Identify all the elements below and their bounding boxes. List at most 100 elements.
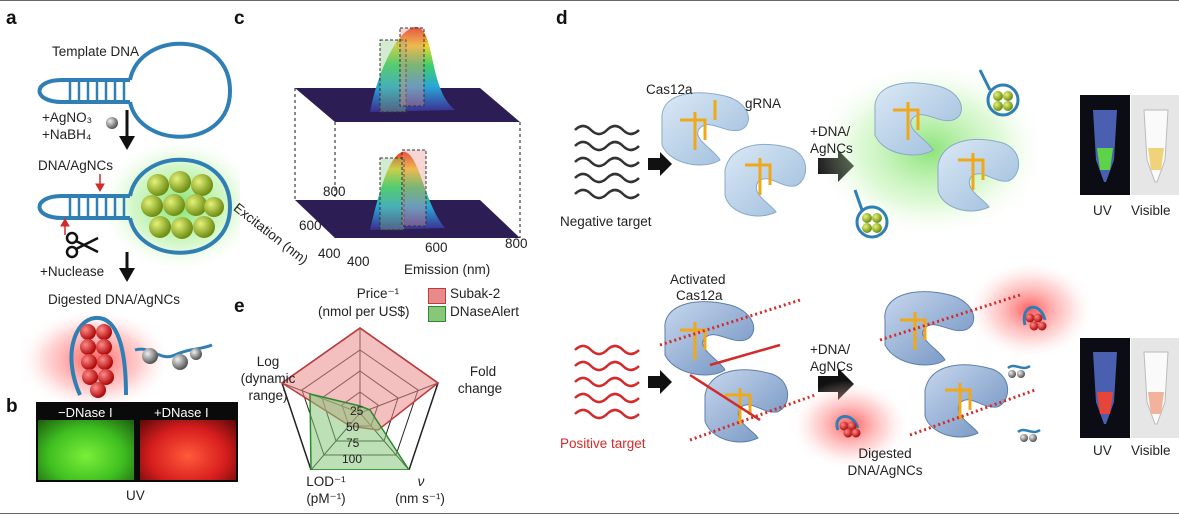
uv-label-pos: UV xyxy=(1093,443,1112,458)
digested-fragment xyxy=(134,343,213,370)
panel-a-diagram xyxy=(17,41,240,412)
price-axis-unit: (nmol per US$) xyxy=(318,304,410,319)
digested-label-d: Digested xyxy=(858,446,912,461)
fold-change-label: Fold xyxy=(469,364,497,379)
nu-label: ν xyxy=(417,474,425,489)
legend-swatch-dnasealert xyxy=(428,306,446,322)
nabh4-label: +NaBH₄ xyxy=(42,127,92,142)
digested-dna-strand xyxy=(69,315,128,396)
cas12a-complex xyxy=(874,82,1020,212)
cas12a-label: Cas12a xyxy=(646,82,693,97)
dnasealert-series xyxy=(309,393,410,470)
radar-ring-label: 25 xyxy=(350,404,364,418)
template-dna-label: Template DNA xyxy=(52,44,140,59)
digested-fragment xyxy=(1007,364,1041,442)
silver-nanocluster-red xyxy=(80,324,114,398)
emission-tick: 400 xyxy=(347,254,370,269)
lod-label: LOD⁻¹ xyxy=(306,474,346,489)
add-dna-agncs-label-2: AgNCs xyxy=(810,359,853,374)
digested-label-d-2: DNA/AgNCs xyxy=(847,463,923,478)
green-vial xyxy=(38,420,134,480)
red-solution xyxy=(1097,392,1113,414)
positive-target-label: Positive target xyxy=(560,436,646,451)
log-label-2: (dynamic xyxy=(240,371,296,386)
emission-excitation-3d-plot xyxy=(294,26,521,238)
radar-ring-label: 50 xyxy=(346,420,360,434)
nuclease-label: +Nuclease xyxy=(40,264,105,279)
uv-tube-negative xyxy=(1093,110,1117,182)
panel-label-d: d xyxy=(556,8,568,29)
lower-emission-peak xyxy=(370,151,445,230)
nu-unit-label: (nm s⁻¹) xyxy=(395,491,445,506)
radar-ring-label: 75 xyxy=(346,436,360,450)
activated-cas12a-complex xyxy=(659,298,816,443)
panel-label-a: a xyxy=(6,8,17,29)
panel-label-c: c xyxy=(234,8,245,29)
activated-label: Activated xyxy=(670,272,726,287)
dna-agnc-probe xyxy=(853,189,889,239)
scissors-icon xyxy=(65,231,99,259)
digested-label: Digested DNA/AgNCs xyxy=(48,292,181,307)
radar-chart xyxy=(280,327,440,470)
yellow-solution xyxy=(1148,148,1164,170)
right-arrow-icon xyxy=(648,370,672,394)
dna-agncs-label: DNA/AgNCs xyxy=(38,158,114,173)
template-dna-hairpin xyxy=(37,41,233,139)
upper-green-box xyxy=(379,39,407,113)
red-vial xyxy=(140,420,236,480)
green-solution xyxy=(1097,148,1113,170)
plus-dnase-label: +DNase I xyxy=(154,405,209,420)
agno3-label: +AgNO₃ xyxy=(42,110,93,125)
activated-label-2: Cas12a xyxy=(676,288,723,303)
emission-axis-label: Emission (nm) xyxy=(404,262,491,277)
radar-ring-label: 100 xyxy=(342,452,363,466)
peach-solution xyxy=(1148,392,1164,414)
excitation-tick: 800 xyxy=(323,184,346,199)
dna-agnc-hairpin xyxy=(37,157,233,255)
uv-label-b: UV xyxy=(126,488,145,503)
excitation-tick: 400 xyxy=(318,246,341,261)
grna-label: gRNA xyxy=(745,96,782,111)
fold-change-label-2: change xyxy=(457,381,503,396)
upper-red-box xyxy=(399,27,425,107)
digested-agnc xyxy=(835,415,861,438)
positive-target-dna xyxy=(574,344,640,420)
cleavage-arrow-icon xyxy=(60,174,105,235)
digested-agnc xyxy=(1022,306,1047,331)
uv-label-neg: UV xyxy=(1093,203,1112,218)
silver-ion-sphere xyxy=(106,117,118,129)
down-arrow-icon xyxy=(119,252,135,282)
price-axis-label: Price⁻¹ xyxy=(356,286,400,301)
legend-dnasealert: DNaseAlert xyxy=(450,304,520,319)
silver-nanocluster-green xyxy=(141,171,224,239)
panel-d-diagram xyxy=(574,60,1179,470)
log-label: Log xyxy=(256,354,280,369)
add-dna-agncs-label-2: AgNCs xyxy=(810,141,853,156)
lower-green-box xyxy=(379,157,405,231)
uv-vial-photo: −DNase I +DNase I xyxy=(36,402,238,482)
excitation-tick: 600 xyxy=(299,218,322,233)
emission-tick: 600 xyxy=(425,240,448,255)
bottom-border xyxy=(0,513,1179,514)
top-border xyxy=(0,0,1179,1)
visible-tube-negative xyxy=(1143,109,1169,183)
upper-emission-peak xyxy=(370,26,455,112)
lod-unit-label: (pM⁻¹) xyxy=(306,491,346,506)
visible-label-pos: Visible xyxy=(1131,443,1171,458)
visible-label-neg: Visible xyxy=(1131,203,1171,218)
emission-tick: 800 xyxy=(505,236,528,251)
legend-subak2: Subak-2 xyxy=(450,286,501,301)
add-dna-agncs-label: +DNA/ xyxy=(810,342,851,357)
down-arrow-icon xyxy=(119,110,135,150)
dna-agnc-probe xyxy=(978,69,1020,117)
negative-target-label: Negative target xyxy=(560,214,652,229)
right-arrow-icon xyxy=(648,152,672,176)
panel-label-b: b xyxy=(6,396,18,417)
panel-label-e: e xyxy=(234,296,245,317)
negative-target-dna xyxy=(574,124,640,200)
cas12a-complex xyxy=(661,92,807,217)
legend-swatch-subak2 xyxy=(428,288,446,304)
activated-cas12a-complex xyxy=(879,291,1036,438)
log-label-3: range) xyxy=(248,388,288,403)
add-dna-agncs-label: +DNA/ xyxy=(810,124,851,139)
